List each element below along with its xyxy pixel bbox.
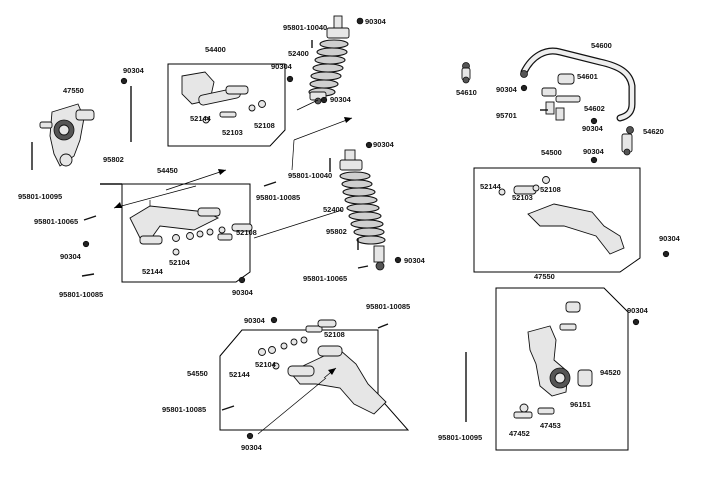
label-90304: 90304 [496, 85, 518, 94]
label-52144: 52144 [229, 370, 251, 379]
part-number-labels: 95801-10040 90304 54400 52400 90304 9030… [18, 17, 681, 452]
label-95801-10085: 95801-10085 [59, 290, 103, 299]
label-54602: 54602 [584, 104, 605, 113]
label-52108: 52108 [324, 330, 345, 339]
label-54601: 54601 [577, 72, 598, 81]
label-90304: 90304 [582, 124, 604, 133]
label-54450: 54450 [157, 166, 178, 175]
label-52103: 52103 [222, 128, 243, 137]
label-52104: 52104 [255, 360, 277, 369]
knuckle-47550-right [513, 301, 593, 419]
label-52108: 52108 [540, 185, 561, 194]
label-95801-10085: 95801-10085 [366, 302, 410, 311]
knuckle-47550-left [39, 103, 95, 167]
label-90304: 90304 [244, 316, 266, 325]
label-52400-mid: 52400 [323, 205, 344, 214]
bracket-54400 [181, 71, 266, 124]
label-95801-10065: 95801-10065 [303, 274, 347, 283]
label-94520: 94520 [600, 368, 621, 377]
label-95801-10085: 95801-10085 [162, 405, 206, 414]
label-95801-10040-top: 95801-10040 [283, 23, 327, 32]
label-90304: 90304 [123, 66, 145, 75]
label-52108: 52108 [254, 121, 275, 130]
label-90304: 90304 [60, 252, 82, 261]
label-95801-10095-right: 95801-10095 [438, 433, 482, 442]
stabilizer-link-54610 [461, 62, 471, 84]
bolts [31, 40, 548, 422]
label-52144: 52144 [142, 267, 164, 276]
label-90304: 90304 [659, 234, 681, 243]
label-96151: 96151 [570, 400, 591, 409]
label-90304: 90304 [232, 288, 254, 297]
arm-54500 [498, 176, 625, 255]
label-52104: 52104 [169, 258, 191, 267]
shock-absorber-top [308, 15, 350, 105]
arrow-heads [114, 117, 352, 375]
label-52103: 52103 [512, 193, 533, 202]
box-54500 [473, 167, 641, 273]
label-54600: 54600 [591, 41, 612, 50]
label-90304: 90304 [583, 147, 605, 156]
label-47550-right: 47550 [534, 272, 555, 281]
label-95801-10040-mid: 95801-10040 [288, 171, 332, 180]
label-95801-10065: 95801-10065 [34, 217, 78, 226]
label-90304: 90304 [241, 443, 263, 452]
label-52400-top: 52400 [288, 49, 309, 58]
label-54550: 54550 [187, 369, 208, 378]
label-95802: 95802 [103, 155, 124, 164]
arm-54550 [258, 319, 387, 415]
label-54610: 54610 [456, 88, 477, 97]
label-90304: 90304 [271, 62, 293, 71]
label-95802: 95802 [326, 227, 347, 236]
label-90304: 90304 [627, 306, 649, 315]
shock-absorber-mid [339, 149, 386, 271]
label-95701: 95701 [496, 111, 517, 120]
arm-54450 [129, 205, 253, 256]
label-95801-10095-left: 95801-10095 [18, 192, 62, 201]
box-47550-right [495, 287, 629, 451]
box-54400 [167, 63, 286, 147]
nuts [82, 17, 670, 440]
label-54500: 54500 [541, 148, 562, 157]
label-90304-top: 90304 [365, 17, 387, 26]
stabilizer-bar-54600 [520, 47, 636, 156]
leader-lines [113, 99, 353, 435]
label-47453: 47453 [540, 421, 561, 430]
label-52144: 52144 [190, 114, 212, 123]
label-52144: 52144 [480, 182, 502, 191]
label-90304: 90304 [404, 256, 426, 265]
label-52108: 52108 [236, 228, 257, 237]
label-54400: 54400 [205, 45, 226, 54]
label-90304: 90304 [373, 140, 395, 149]
label-90304: 90304 [330, 95, 352, 104]
label-54620: 54620 [643, 127, 664, 136]
label-95801-10085: 95801-10085 [256, 193, 300, 202]
label-47550-left: 47550 [63, 86, 84, 95]
label-47452: 47452 [509, 429, 530, 438]
box-54450 [121, 183, 251, 283]
